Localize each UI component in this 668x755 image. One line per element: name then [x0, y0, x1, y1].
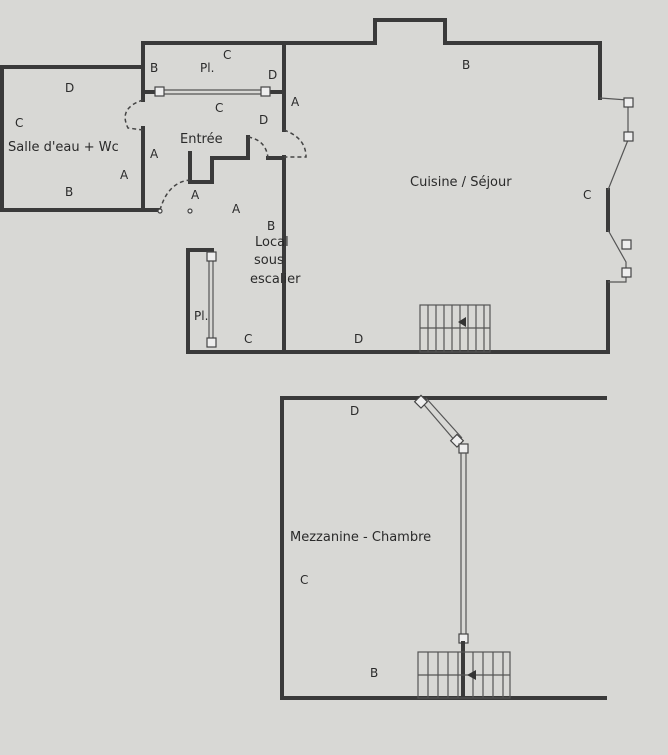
- svg-text:C: C: [583, 188, 591, 202]
- svg-text:B: B: [462, 58, 470, 72]
- svg-text:C: C: [244, 332, 252, 346]
- svg-text:A: A: [191, 188, 200, 202]
- doors: [124, 99, 307, 214]
- window-frame-icon: [260, 86, 271, 97]
- svg-text:D: D: [350, 404, 359, 418]
- stair-direction-arrow-icon: [458, 317, 466, 327]
- door-swing-icon: [247, 136, 269, 159]
- ground-floor-walls: [0, 18, 610, 354]
- svg-text:C: C: [15, 116, 23, 130]
- svg-text:D: D: [354, 332, 363, 346]
- room-label-local: Local: [255, 235, 289, 250]
- svg-text:D: D: [259, 113, 268, 127]
- svg-text:A: A: [232, 202, 241, 216]
- svg-text:C: C: [215, 101, 223, 115]
- door-swing-icon: [159, 179, 191, 211]
- svg-text:B: B: [150, 61, 158, 75]
- stairs-ground: [419, 304, 491, 353]
- door-swing-icon: [283, 129, 307, 158]
- room-label-salle-eau: Salle d'eau + Wc: [8, 140, 119, 155]
- svg-text:D: D: [268, 68, 277, 82]
- room-labels: Salle d'eau + Wc Entrée Local sous escal…: [8, 61, 512, 545]
- room-label-cuisine: Cuisine / Séjour: [410, 175, 512, 190]
- wall-letters: D C A B B C D C D A A A A B C B C D D C …: [15, 48, 591, 680]
- window-frame-icon: [154, 86, 165, 97]
- windows: [154, 86, 634, 348]
- svg-text:B: B: [65, 185, 73, 199]
- svg-text:A: A: [120, 168, 129, 182]
- stair-direction-arrow-icon: [467, 670, 476, 680]
- room-label-local: sous: [254, 253, 284, 268]
- mezzanine-walls: [280, 394, 607, 700]
- room-label-mezzanine: Mezzanine - Chambre: [290, 530, 431, 545]
- svg-text:B: B: [267, 219, 275, 233]
- svg-text:B: B: [370, 666, 378, 680]
- svg-text:D: D: [65, 81, 74, 95]
- svg-text:C: C: [300, 573, 308, 587]
- room-label-placard: Pl.: [194, 309, 208, 323]
- room-label-entree: Entrée: [180, 132, 223, 147]
- svg-text:A: A: [291, 95, 300, 109]
- door-swing-icon: [124, 99, 144, 131]
- svg-text:C: C: [223, 48, 231, 62]
- room-label-local: escalier: [250, 272, 301, 287]
- room-label-placard: Pl.: [200, 61, 214, 75]
- svg-text:A: A: [150, 147, 159, 161]
